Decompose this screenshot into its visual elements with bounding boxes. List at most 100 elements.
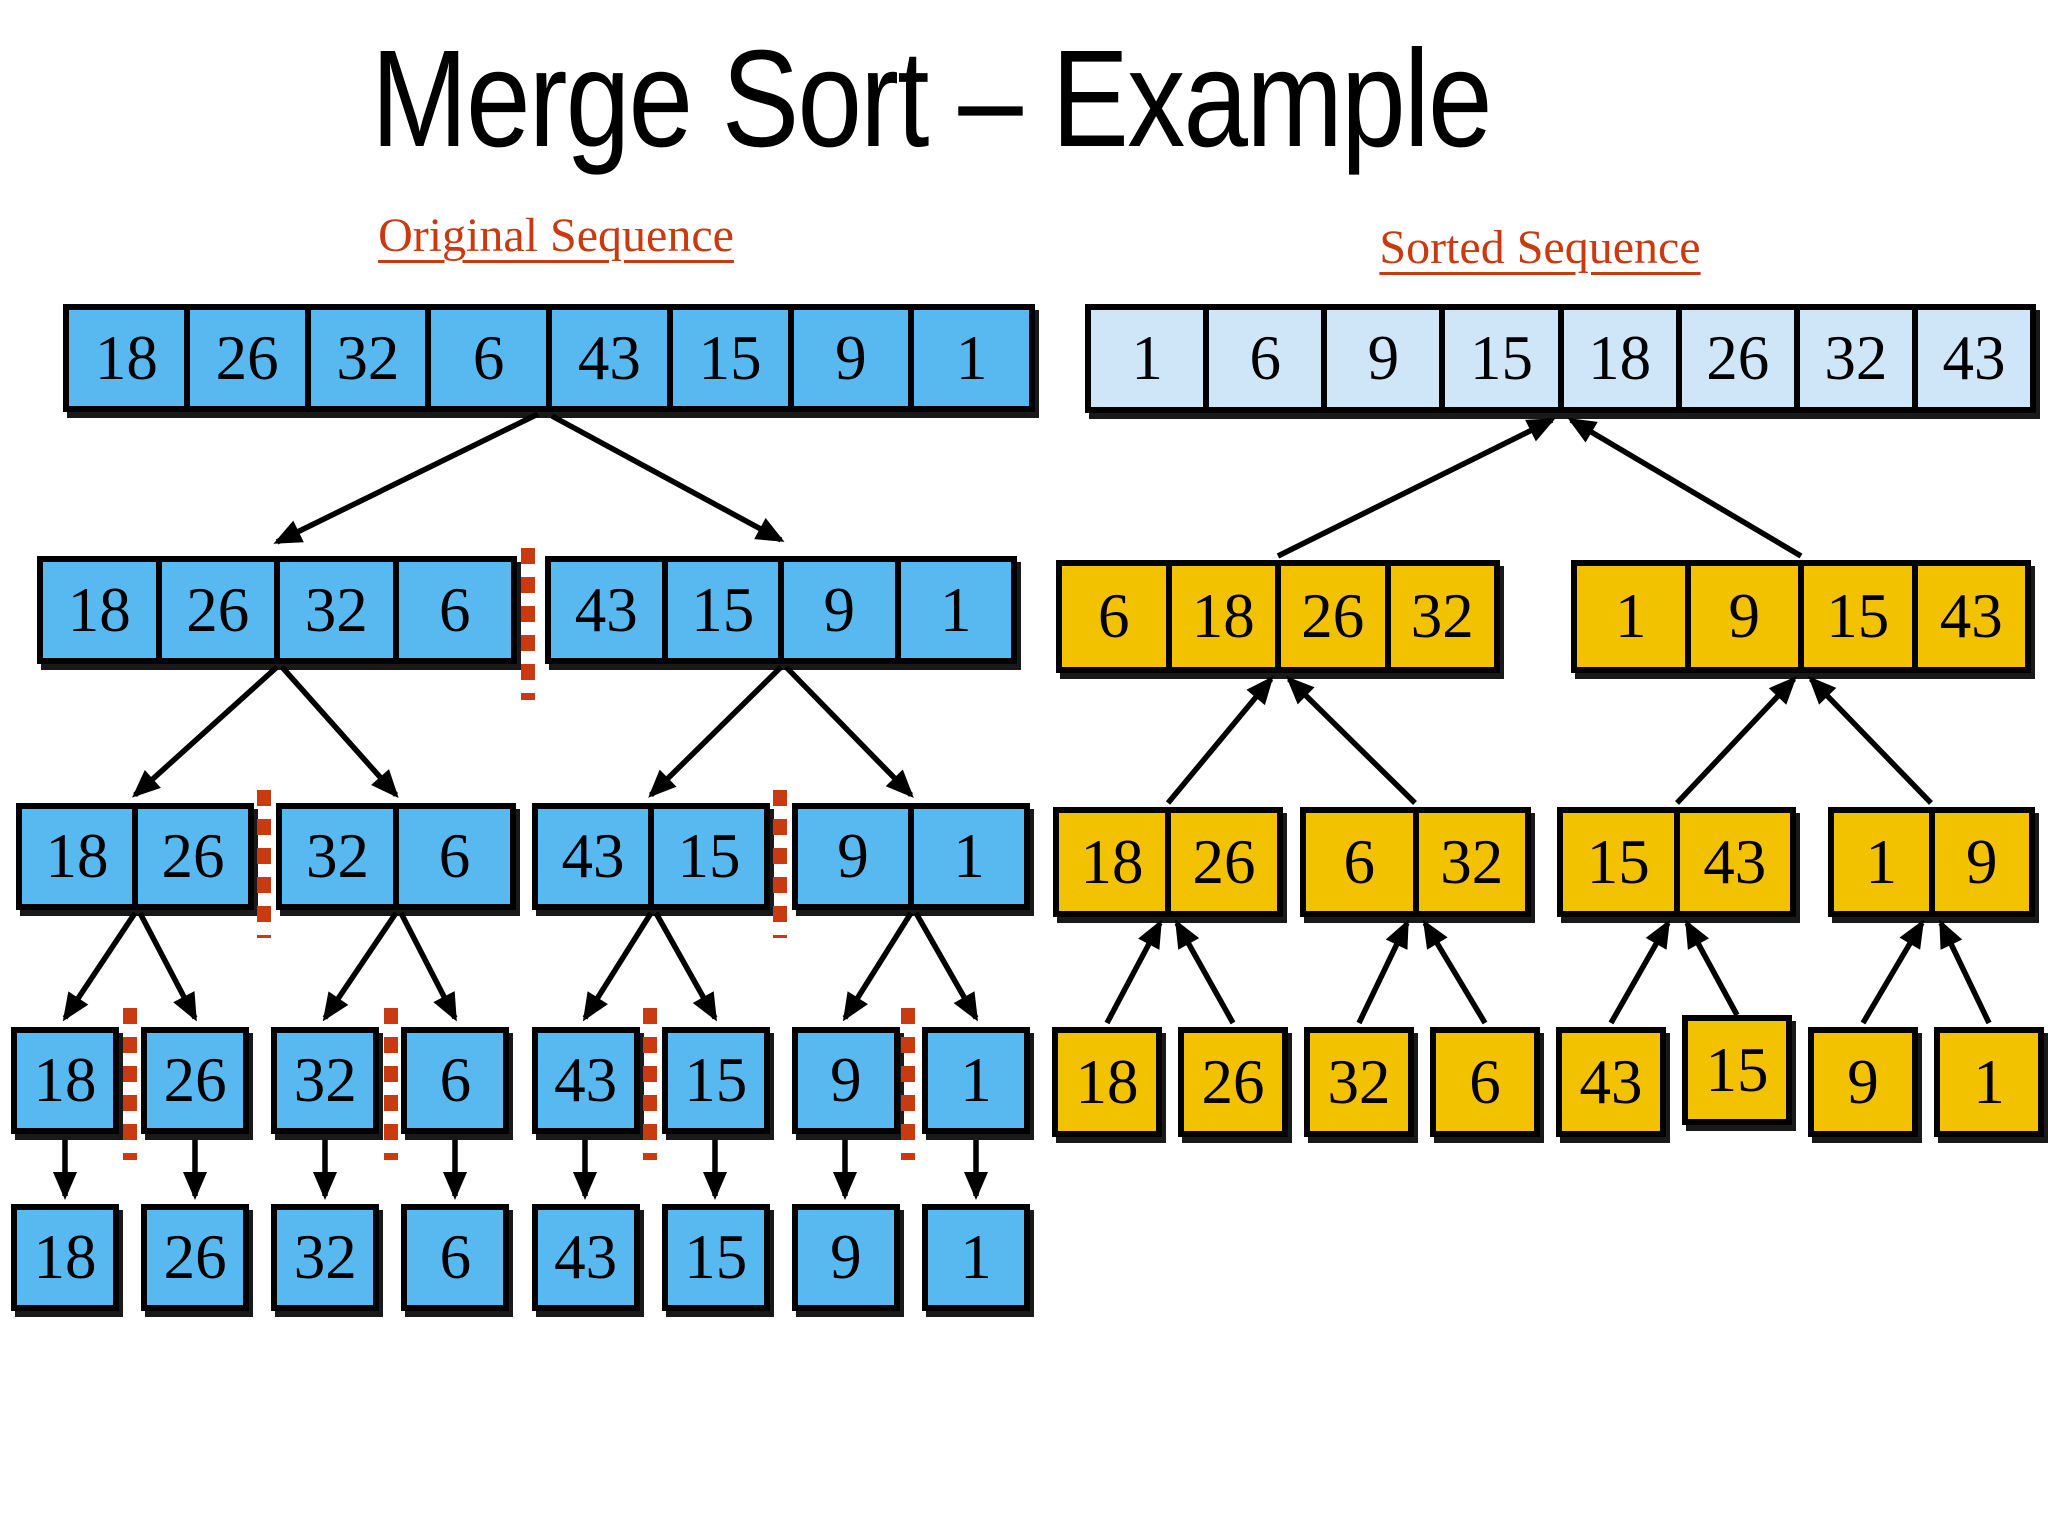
tree-arrow <box>842 911 914 1022</box>
tree-arrow <box>1286 676 1417 805</box>
original-sequence-label: Original Sequence <box>378 209 734 262</box>
array-cell: 18 <box>1053 807 1171 917</box>
tree-arrow <box>279 665 399 798</box>
array-cell: 9 <box>1808 1027 1918 1137</box>
array-cell: 43 <box>532 803 654 910</box>
array-cell: 9 <box>1684 560 1804 673</box>
tree-arrow <box>1808 676 1933 805</box>
array-cell: 32 <box>274 556 399 664</box>
split-divider-level3-left <box>257 790 271 938</box>
array-cell: 43 <box>531 1204 640 1311</box>
tree-arrow <box>1104 919 1163 1025</box>
array-cell: 26 <box>1275 560 1391 673</box>
array-cell: 18 <box>11 1027 119 1134</box>
tree-arrow <box>398 911 458 1022</box>
tree-arrow <box>653 911 718 1022</box>
array-cell: 32 <box>271 1027 380 1134</box>
array-cell: 32 <box>271 1204 380 1311</box>
array-cell: 15 <box>666 304 794 412</box>
tree-arrow <box>648 665 783 798</box>
tree-arrow <box>1165 675 1274 805</box>
array-cell: 1 <box>908 304 1035 412</box>
array-cell: 1 <box>921 1204 1030 1311</box>
array-cell: 6 <box>1203 304 1328 413</box>
tree-arrow <box>273 411 540 545</box>
split-divider-level2 <box>521 548 535 700</box>
array-cell: 18 <box>1052 1027 1162 1137</box>
tree-arrow <box>1567 417 1803 559</box>
array-cell: 9 <box>787 304 915 412</box>
tree-arrow <box>322 911 399 1022</box>
array-cell: 15 <box>1798 560 1918 673</box>
array-cell: 43 <box>531 1027 640 1134</box>
array-cell: 43 <box>1556 1027 1666 1137</box>
array-cell: 26 <box>155 556 280 664</box>
array-cell: 6 <box>401 1027 510 1134</box>
array-cell: 9 <box>791 1204 900 1311</box>
slide-title: Merge Sort – Example <box>371 22 1492 176</box>
array-cell: 43 <box>1911 560 2031 673</box>
array-cell: 15 <box>648 803 770 910</box>
sorted-sequence-label: Sorted Sequence <box>1379 221 1701 274</box>
tree-arrow <box>62 911 138 1022</box>
array-cell: 1 <box>894 556 1017 664</box>
array-cell: 1 <box>1934 1027 2044 1137</box>
tree-arrow <box>582 911 654 1022</box>
tree-arrow <box>1674 676 1797 805</box>
tree-arrow <box>1356 919 1410 1025</box>
tree-arrow <box>1684 919 1740 1017</box>
array-cell: 32 <box>304 304 432 412</box>
array-cell: 26 <box>183 304 311 412</box>
tree-arrow <box>132 664 279 798</box>
split-divider-level4-c <box>643 1008 657 1160</box>
array-cell: 26 <box>141 1027 250 1134</box>
split-divider-level4-d <box>901 1008 915 1160</box>
split-divider-level4-b <box>384 1008 398 1160</box>
array-cell: 26 <box>1165 807 1283 917</box>
array-cell: 26 <box>1178 1027 1288 1137</box>
array-cell: 26 <box>141 1204 250 1311</box>
tree-arrow <box>1276 417 1556 559</box>
array-cell: 32 <box>1384 560 1500 673</box>
array-cell: 6 <box>401 1204 510 1311</box>
array-cell: 6 <box>425 304 552 412</box>
split-divider-level3-right <box>773 790 787 938</box>
tree-arrow <box>1860 919 1925 1025</box>
array-cell: 32 <box>1793 304 1918 413</box>
tree-arrow <box>137 911 198 1022</box>
array-cell: 43 <box>1911 304 2036 413</box>
array-cell: 9 <box>1928 807 2035 917</box>
array-cell: 15 <box>661 1027 770 1134</box>
array-cell: 15 <box>1682 1015 1792 1125</box>
array-cell: 43 <box>546 304 673 412</box>
array-cell: 6 <box>392 556 517 664</box>
array-cell: 1 <box>921 1027 1030 1134</box>
tree-arrow <box>1938 919 1992 1025</box>
array-cell: 1 <box>908 803 1030 910</box>
array-cell: 26 <box>132 803 254 910</box>
array-cell: 1 <box>1571 560 1691 673</box>
tree-arrow <box>1174 919 1236 1025</box>
array-cell: 26 <box>1675 304 1800 413</box>
array-cell: 32 <box>1412 807 1531 917</box>
tree-arrow <box>784 665 914 798</box>
array-cell: 6 <box>1430 1027 1540 1137</box>
array-cell: 9 <box>791 1027 900 1134</box>
